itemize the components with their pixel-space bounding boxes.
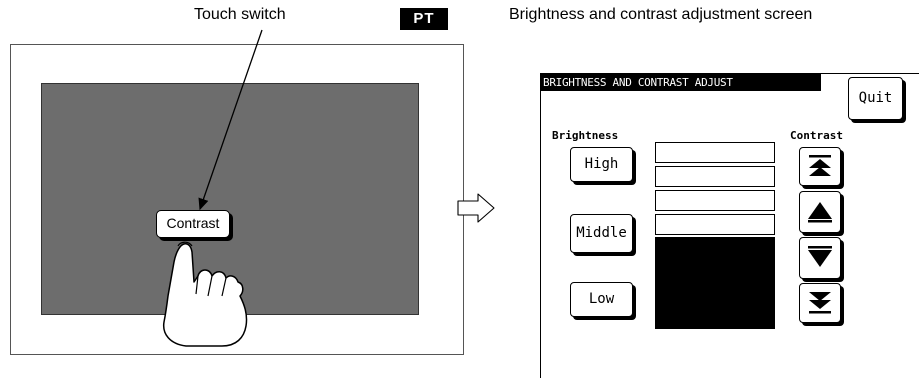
level-bar [655, 166, 775, 187]
contrast-max-up-button[interactable] [799, 147, 841, 186]
up-icon [808, 202, 832, 223]
contrast-label: Contrast [790, 129, 843, 142]
level-bar [655, 283, 775, 306]
contrast-max-down-button[interactable] [799, 283, 841, 323]
max-up-icon [809, 155, 831, 176]
screen-title-bar: BRIGHTNESS AND CONTRAST ADJUST [541, 74, 821, 91]
flow-arrow-icon [457, 193, 495, 223]
down-icon [808, 246, 832, 267]
max-down-icon [809, 292, 831, 314]
contrast-button[interactable]: Contrast [156, 210, 230, 238]
level-bar [655, 190, 775, 211]
adjustment-screen: BRIGHTNESS AND CONTRAST ADJUST Quit Brig… [540, 73, 919, 378]
brightness-label: Brightness [552, 129, 619, 142]
contrast-down-button[interactable] [799, 237, 841, 279]
level-bar [655, 260, 775, 283]
brightness-low-button[interactable]: Low [570, 282, 633, 317]
level-bar [655, 142, 775, 163]
adjustment-screen-caption: Brightness and contrast adjustment scree… [509, 6, 813, 23]
level-bar [655, 214, 775, 235]
level-bar [655, 306, 775, 329]
touch-switch-caption: Touch switch [194, 6, 286, 23]
level-bar [655, 237, 775, 260]
brightness-high-button[interactable]: High [570, 147, 633, 182]
contrast-up-button[interactable] [799, 191, 841, 233]
pt-badge: PT [400, 8, 448, 30]
brightness-middle-button[interactable]: Middle [570, 214, 633, 253]
hand-icon [162, 241, 248, 347]
quit-button[interactable]: Quit [848, 77, 903, 120]
pointer-line [198, 29, 263, 211]
